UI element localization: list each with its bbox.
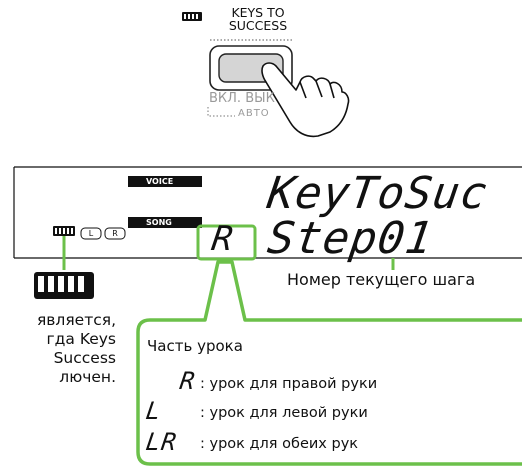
pressing-hand-icon (261, 62, 350, 138)
song-label-bg (128, 217, 202, 228)
part-indicator-highlight (196, 224, 257, 261)
button-title-line1: KEYS TO (231, 5, 285, 20)
hand-r-box (104, 227, 126, 240)
description-line-3: Success (53, 349, 116, 367)
lcd-keyboard-icon (53, 226, 75, 236)
description-line-4: лючен. (59, 368, 116, 386)
button-title-line2: SUCCESS (228, 18, 288, 33)
callout-box (136, 260, 522, 466)
voice-label-bg (128, 176, 202, 187)
voice-label: VOICE (146, 177, 174, 186)
lcd-line1: KeyToSuc (264, 168, 492, 219)
callout-title: Часть урока (147, 337, 243, 355)
legend-text-l: : урок для левой руки (200, 405, 368, 421)
hand-l-box (80, 227, 102, 240)
lcd-line2: Step01 (264, 213, 437, 264)
step-number-label: Номер текущего шага (287, 270, 476, 289)
description-line-1: является, (36, 311, 116, 329)
button-title: KEYS TO SUCCESS (210, 6, 306, 32)
keyboard-small-icon (182, 12, 202, 21)
keyboard-icon-description: является, гда Keys Success лючен. (0, 311, 116, 387)
legend-text-lr: : урок для обеих рук (200, 436, 359, 452)
on-off-label: ВКЛ. ВЫК (209, 91, 275, 106)
keyboard-large-icon (34, 272, 94, 299)
auto-dotted-bracket (207, 107, 235, 117)
auto-label: АВТО (238, 108, 270, 119)
legend-symbol-lr: LR (144, 428, 179, 456)
song-label: SONG (146, 218, 172, 227)
lcd-frame (13, 166, 522, 259)
description-line-2: гда Keys (46, 330, 116, 348)
hand-l-label: L (88, 229, 94, 238)
hand-r-label: R (112, 229, 118, 238)
legend-text-r: : урок для правой руки (200, 376, 378, 392)
